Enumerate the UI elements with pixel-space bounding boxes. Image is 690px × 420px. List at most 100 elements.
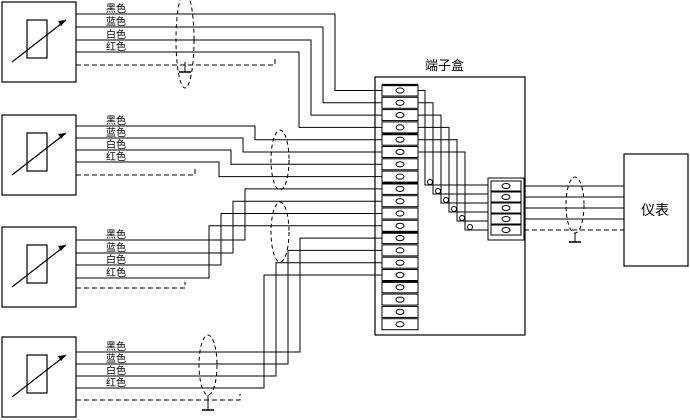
terminal-screw-icon	[395, 296, 405, 303]
terminal-screw-icon	[395, 148, 405, 156]
terminal	[381, 158, 419, 171]
variable-arrow-icon	[11, 244, 67, 288]
cable-shield-4	[198, 334, 218, 396]
terminal-cell	[381, 84, 419, 97]
terminal-screw-icon	[395, 185, 405, 192]
terminal-screw-icon	[395, 99, 405, 106]
terminal-screw-icon	[395, 198, 405, 205]
terminal-screw-icon	[501, 216, 511, 222]
switch-contact-icon	[443, 197, 449, 203]
wire-1-2	[76, 26, 382, 104]
terminal-screw-icon	[395, 308, 405, 315]
terminal-cell	[381, 305, 419, 318]
terminal-screw-icon	[395, 112, 405, 119]
junction-box: 端子盒	[374, 58, 526, 336]
wire-color-label: 黑色	[106, 114, 126, 127]
terminal-screw-icon	[395, 210, 405, 217]
terminal-cell	[381, 96, 419, 109]
terminal	[381, 96, 419, 109]
wire-4-4	[76, 274, 382, 389]
terminal	[381, 256, 419, 269]
terminal	[381, 231, 419, 245]
output-terminal	[490, 191, 522, 203]
wire-3-3	[76, 213, 382, 266]
terminal-screw-icon	[395, 124, 405, 131]
wire-color-label: 黑色	[106, 340, 126, 353]
instrument: 仪表	[623, 153, 689, 267]
terminal	[381, 146, 419, 158]
instrument-label: 仪表	[641, 203, 669, 219]
terminal-cell	[381, 146, 419, 158]
wire-color-label: 黑色	[106, 228, 126, 241]
wire-3-1	[76, 188, 382, 241]
resistor-symbol	[26, 19, 48, 59]
wire-2-4	[76, 161, 382, 178]
arrow-head-icon	[58, 355, 66, 361]
wire-3-2	[76, 200, 382, 254]
terminal-screw-icon	[395, 247, 405, 254]
wire-color-label: 白色	[106, 253, 126, 266]
terminal-strip	[381, 83, 419, 331]
output-terminal-block	[487, 177, 525, 241]
switch-contact-icon	[427, 179, 433, 185]
terminal-cell	[381, 195, 419, 208]
output-terminal	[490, 213, 522, 225]
terminal-cell	[381, 256, 419, 269]
wire-color-label: 红色	[106, 376, 126, 389]
terminal	[381, 133, 419, 146]
variable-arrow-icon	[11, 19, 67, 63]
terminal-screw-icon	[395, 321, 405, 328]
internal-bus-wire	[418, 126, 488, 213]
terminal-screw-icon	[395, 161, 405, 168]
wire-2-1	[76, 125, 382, 141]
wire-color-label: 白色	[106, 138, 126, 151]
wire-color-label: 蓝色	[106, 126, 126, 139]
terminal-cell	[381, 293, 419, 306]
terminal-screw-icon	[395, 136, 405, 143]
wire-color-label: 红色	[106, 40, 126, 53]
terminal-screw-icon	[501, 194, 511, 200]
arrow-head-icon	[58, 133, 66, 139]
shield-drain-wire	[76, 169, 196, 176]
terminal-screw-icon	[395, 173, 405, 180]
terminal-screw-icon	[501, 183, 511, 189]
switch-contact-icon	[435, 188, 441, 194]
terminal-screw-icon	[395, 222, 405, 229]
shield-drain-wire	[76, 59, 276, 66]
terminal	[381, 182, 419, 195]
switch-contact-icon	[459, 215, 465, 221]
terminal-cell	[381, 318, 419, 331]
wire-color-label: 红色	[106, 150, 126, 163]
terminal-screw-icon	[395, 271, 405, 279]
terminal-cell	[381, 182, 419, 195]
variable-arrow-icon	[11, 132, 67, 176]
arrow-head-icon	[58, 245, 66, 251]
wire-color-label: 白色	[106, 28, 126, 41]
output-terminal	[490, 202, 522, 214]
switch-contact-icon	[467, 224, 473, 230]
cable-shield-3	[270, 201, 290, 263]
terminal-cell	[381, 158, 419, 171]
terminal	[381, 219, 419, 232]
terminal-cell	[381, 232, 419, 245]
terminal	[381, 121, 419, 134]
resistor-symbol	[26, 244, 48, 284]
terminal	[381, 269, 419, 281]
output-terminal	[490, 180, 522, 192]
wire-2-2	[76, 137, 382, 153]
wire-color-label: 黑色	[106, 2, 126, 15]
terminal	[381, 170, 419, 183]
wire-4-2	[76, 249, 382, 365]
terminal	[381, 83, 419, 97]
switch-contact-icon	[451, 206, 457, 212]
wire-3-4	[76, 225, 382, 279]
wires-layer	[76, 13, 624, 411]
instrument-cable-shield	[565, 176, 585, 234]
terminal-screw-icon	[395, 259, 405, 266]
terminal-cell	[381, 109, 419, 122]
internal-bus-wire	[418, 102, 488, 195]
